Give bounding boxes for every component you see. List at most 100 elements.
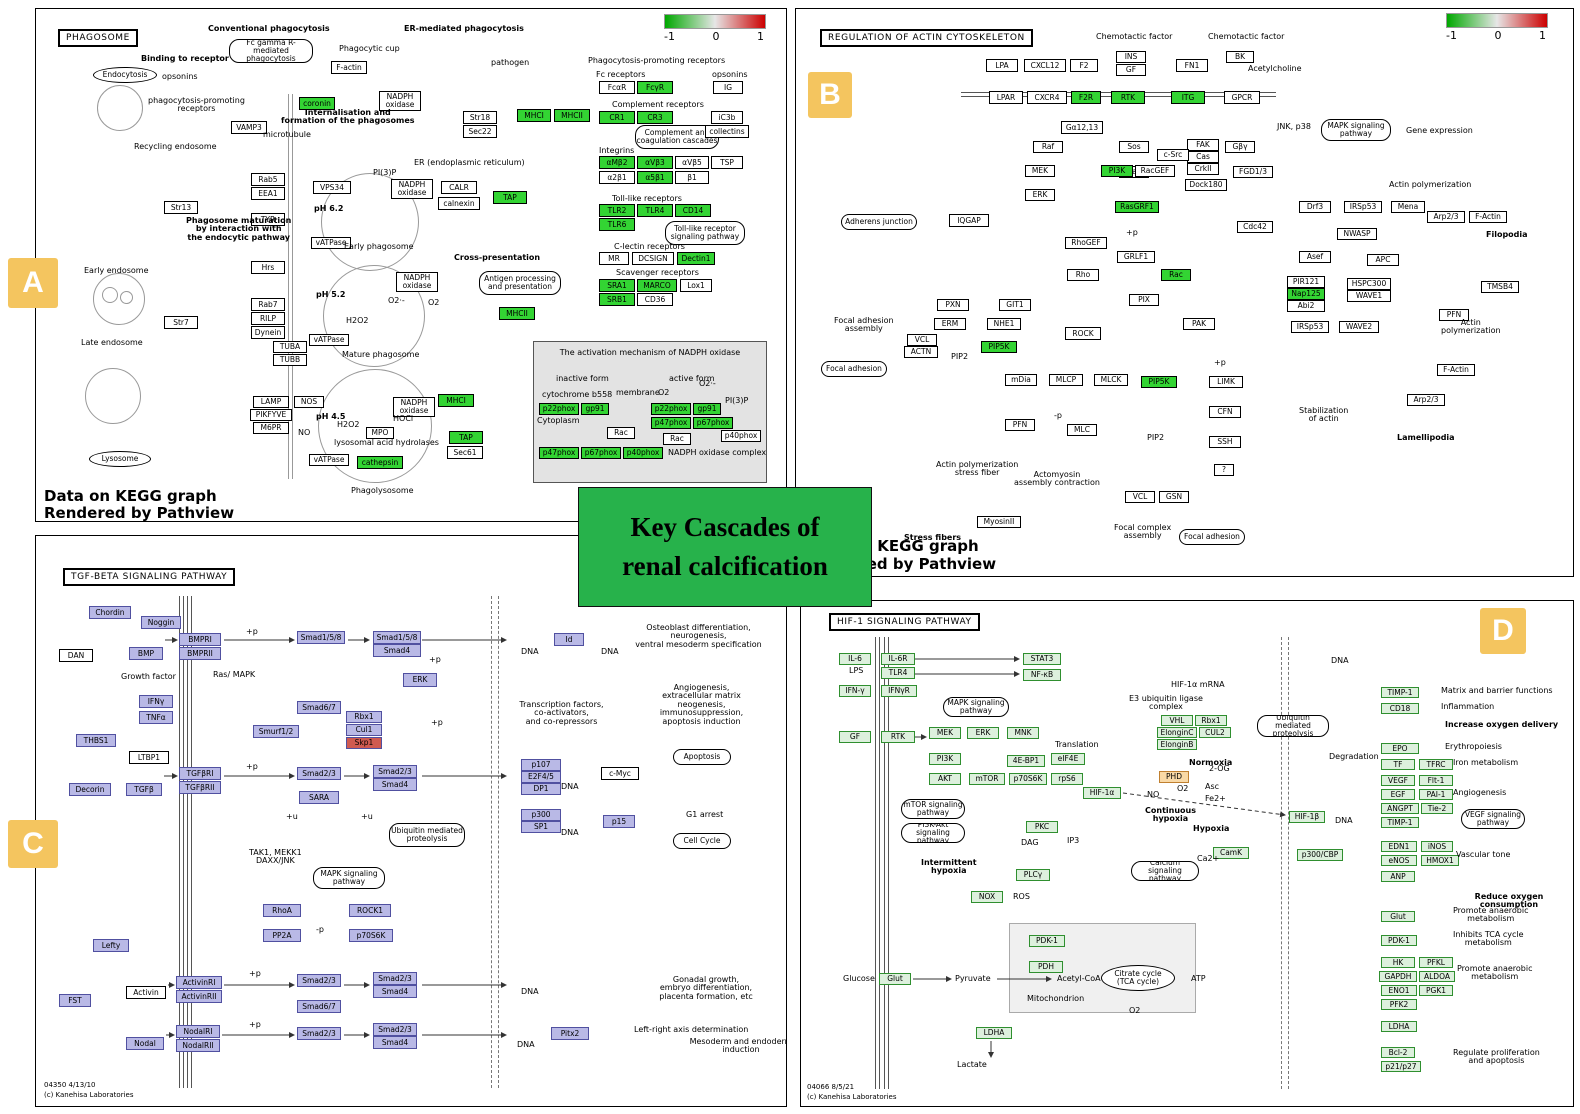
mature-phagosome-circle <box>323 265 425 367</box>
node-f2: F2 <box>1070 59 1098 72</box>
node-vatpase: vATPase <box>309 454 349 466</box>
node-nox: NOX <box>971 891 1003 903</box>
node-complement-and-coagulation-cascades: Complement and coagulation cascades <box>635 125 719 149</box>
vesicle-circle <box>120 291 133 304</box>
label-ca2: Ca2+ <box>1197 854 1220 863</box>
node-mtor: mTOR <box>969 773 1005 785</box>
label-promote-anaerobic-metabolism: Promote anaerobic metabolism <box>1453 906 1529 924</box>
node-c-src: c-Src <box>1157 149 1189 161</box>
node-vatpase: vATPase <box>311 237 351 249</box>
label-phagocytosis-promoting-receptors: Phagocytosis-promoting receptors <box>588 56 726 65</box>
node-lox1: Lox1 <box>680 279 712 292</box>
label-focal-adhesion-assembly: Focal adhesion assembly <box>834 316 894 334</box>
node-smad1-5-8: Smad1/5/8 <box>373 631 421 644</box>
banner-line2: renal calcification <box>622 551 828 581</box>
node-tap: TAP <box>493 191 527 204</box>
label-angiogenesis-extracellular-matrix-neogen: Angiogenesis, extracellular matrix neoge… <box>659 683 744 726</box>
node-actn: ACTN <box>904 346 938 358</box>
node-rock1: ROCK1 <box>349 904 391 917</box>
node-akt: AKT <box>929 773 961 785</box>
label-asc: Asc <box>1205 782 1220 791</box>
node-str13: Str13 <box>164 201 198 214</box>
node-mapk-signaling-pathway: MAPK signaling pathway <box>313 867 385 889</box>
label-mature-phagosome: Mature phagosome <box>342 350 420 359</box>
label-u: +u <box>286 812 298 821</box>
label-dna: DNA <box>1335 816 1353 825</box>
node-lysosome: Lysosome <box>89 451 151 467</box>
node-pikfyve: PIKFYVE <box>250 409 292 421</box>
node-vegf-signaling-pathway: VEGF signaling pathway <box>1461 809 1525 829</box>
node-p70s6k: p70S6K <box>1009 773 1047 785</box>
node-iqgap: IQGAP <box>949 214 989 227</box>
node-erk: ERK <box>403 673 437 687</box>
node-focal-adhesion: Focal adhesion <box>821 361 887 377</box>
node-antigen-processing-and-presentation: Antigen processing and presentation <box>479 271 561 295</box>
label-integrins: Integrins <box>599 146 635 155</box>
node-sp1: SP1 <box>521 821 561 833</box>
node-rab5: Rab5 <box>251 173 285 186</box>
node-pak: PAK <box>1183 318 1215 330</box>
label-lysosomal-acid-hydrolases: lysosomal acid hydrolases <box>334 438 439 447</box>
label-lps: LPS <box>849 666 864 675</box>
recycling-endosome-circle <box>97 85 143 131</box>
nuclear-membrane-line <box>1281 637 1282 1089</box>
node-irsp53: IRSp53 <box>1291 321 1329 333</box>
legend-max: 1 <box>1539 29 1546 42</box>
node-edn1: EDN1 <box>1381 841 1417 852</box>
node-mena: Mena <box>1391 201 1425 213</box>
gradient-bar <box>1446 13 1548 28</box>
node-limk: LIMK <box>1209 376 1243 388</box>
node-mhci: MHCI <box>517 109 551 122</box>
node-shape: ? <box>1214 464 1234 476</box>
label-p: +p <box>431 718 443 727</box>
node-eea1: EEA1 <box>251 187 285 200</box>
node-p47phox: p47phox <box>539 447 579 459</box>
node-smad2-3: Smad2/3 <box>373 1023 417 1036</box>
node-nodalri: NodalRI <box>176 1025 220 1038</box>
node-plc: PLCγ <box>1016 869 1050 881</box>
node-srb1: SRB1 <box>599 293 635 306</box>
label-stabilization-of-actin: Stabilization of actin <box>1299 406 1349 424</box>
node-aldoa: ALDOA <box>1419 971 1455 982</box>
node-ig: IG <box>713 81 743 94</box>
node-ubiquitin-mediated-proteolysis: Ubiquitin mediated proteolysis <box>1257 715 1329 737</box>
node-mek: MEK <box>1025 165 1055 177</box>
vesicle-circle <box>102 287 118 303</box>
node-v-3: αVβ3 <box>637 156 673 169</box>
kegg-map-id: 04066 8/5/21 <box>807 1083 855 1091</box>
nuclear-membrane-line <box>498 596 499 1088</box>
node-epo: EPO <box>1381 743 1419 754</box>
node-v-5: αVβ5 <box>675 156 709 169</box>
node-p40phox: p40phox <box>623 447 663 459</box>
node-rac: Rac <box>663 433 691 445</box>
label-regulate-proliferation-and-apoptosis: Regulate proliferation and apoptosis <box>1453 1048 1540 1066</box>
label-mitochondrion: Mitochondrion <box>1027 994 1085 1003</box>
node-calcium-signaling-pathway: Calcium signaling pathway <box>1131 861 1199 881</box>
node-endocytosis: Endocytosis <box>93 67 157 83</box>
label-jnk-p38: JNK, p38 <box>1277 122 1311 131</box>
label-acetylcholine: Acetylcholine <box>1248 64 1302 73</box>
node-rbx1: Rbx1 <box>1195 715 1227 726</box>
label-increase-oxygen-delivery: Increase oxygen delivery <box>1445 720 1559 729</box>
label-ph-6-2: pH 6.2 <box>314 204 344 213</box>
node-rac: Rac <box>1161 269 1191 281</box>
node-thbs1: THBS1 <box>76 734 116 747</box>
node-mpo: MPO <box>366 427 394 439</box>
node-smad6-7: Smad6/7 <box>297 1000 341 1013</box>
node-smad1-5-8: Smad1/5/8 <box>297 631 345 644</box>
node-c-myc: c-Myc <box>601 767 639 780</box>
node-marco: MARCO <box>637 279 677 292</box>
label-p: -p <box>1054 411 1062 420</box>
label-late-endosome: Late endosome <box>81 338 143 347</box>
node-tubb: TUBB <box>273 354 307 366</box>
legend-ticks: -1 0 1 <box>1446 29 1546 42</box>
node-lefty: Lefty <box>93 939 129 952</box>
panel-tgf-beta-pathway: TGF-BETA SIGNALING PATHWAY <box>35 535 787 1107</box>
node-flt-1: Flt-1 <box>1419 775 1453 786</box>
node-nwasp: NWASP <box>1337 228 1377 240</box>
node-tsp: TSP <box>711 156 743 169</box>
node-elonginc: ElonginC <box>1157 727 1197 738</box>
node-pdh: PDH <box>1029 961 1063 973</box>
node-cdc42: Cdc42 <box>1237 221 1273 233</box>
